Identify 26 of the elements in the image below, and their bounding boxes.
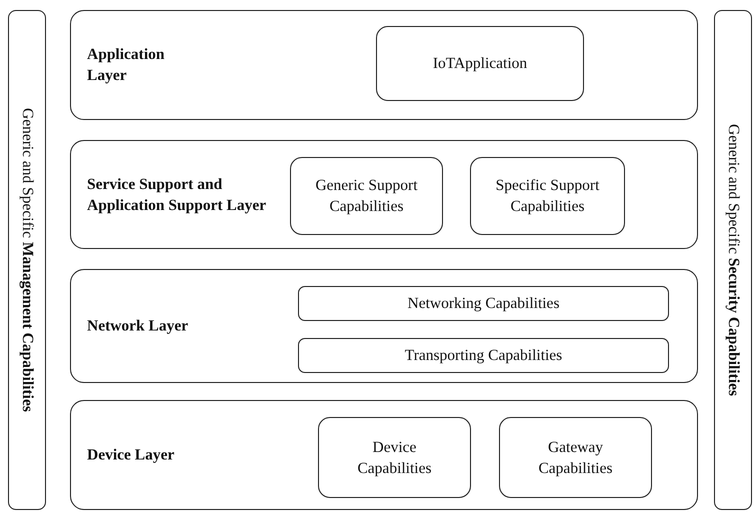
layer-title: Device Layer <box>87 446 176 466</box>
capability-box <box>298 338 669 373</box>
layer-box <box>70 10 698 120</box>
capability-band <box>8 10 46 510</box>
capability-label: Transporting Capabilities <box>404 346 562 366</box>
band-label: Generic and Specific Security Capabilities <box>724 124 742 396</box>
capability-box <box>290 157 443 235</box>
capability-box <box>318 417 471 498</box>
capability-box <box>298 286 669 321</box>
capability-label: Generic Support Capabilities <box>314 176 418 217</box>
layer-title: Application Layer <box>87 45 166 86</box>
layer-title: Service Support and Application Support Layer <box>87 174 268 216</box>
capability-box <box>376 26 584 101</box>
capability-label: Networking Capabilities <box>408 294 560 314</box>
layer-box <box>70 140 698 249</box>
band-label: Generic and Specific Management Capabilities <box>18 108 36 412</box>
capability-label: Gateway Capabilities <box>537 438 614 478</box>
capability-box <box>470 157 625 235</box>
capability-label: Specific Support Capabilities <box>494 176 600 217</box>
layer-title: Network Layer <box>87 316 190 336</box>
layer-box <box>70 269 698 383</box>
capability-label: IoTApplication <box>432 54 528 74</box>
capability-label: Device Capabilities <box>356 438 433 478</box>
layer-box <box>70 400 698 510</box>
capability-box <box>499 417 652 498</box>
capability-band <box>714 10 752 510</box>
